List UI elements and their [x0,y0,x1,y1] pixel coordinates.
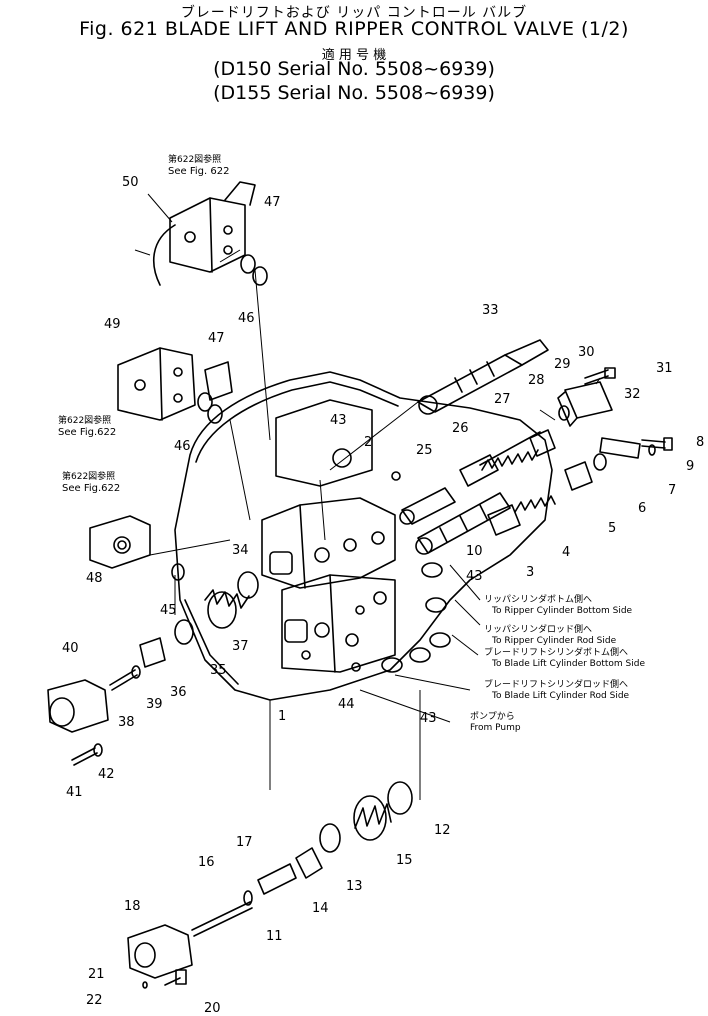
callout-27: 27 [494,392,511,407]
cover-48 [90,516,184,580]
callout-16: 16 [198,855,215,870]
spool-10 [416,430,606,554]
callout-28: 28 [528,373,545,388]
see-fig-622-mid: 第622図参照 See Fig.622 [58,416,116,438]
cover-49 [118,348,232,423]
callout-42: 42 [98,767,115,782]
port-blade-rod-jp: ブレードリフトシリンダロッド側へ [484,680,629,690]
lower-assembly [128,782,412,988]
callout-43-top: 43 [330,413,347,428]
callout-43-bottom: 43 [420,711,437,726]
figure-title: Fig. 621 BLADE LIFT AND RIPPER CONTROL V… [79,18,629,40]
plug-2 [392,472,400,480]
port-from-pump: ポンプから From Pump [470,712,521,734]
port-blade-rod-en: To Blade Lift Cylinder Rod Side [492,691,630,701]
see-fig-622-mid-jp: 第622図参照 [58,416,112,426]
callout-6: 6 [638,501,647,516]
spool-parts-27-26-25 [400,432,540,524]
callout-47-mid: 47 [208,331,225,346]
callout-5: 5 [608,521,617,536]
port-ripper-bottom: リッパシリンダボトム側へ To Ripper Cylinder Bottom S… [484,595,632,617]
callout-40: 40 [62,641,79,656]
see-fig-622-low-jp: 第622図参照 [62,472,116,482]
callout-3: 3 [526,565,535,580]
callout-36: 36 [170,685,187,700]
spool-33 [418,340,548,414]
callout-39: 39 [146,697,163,712]
callout-43-right: 43 [466,569,483,584]
callout-8: 8 [696,435,705,450]
port-ripper-rod-en: To Ripper Cylinder Rod Side [492,636,617,646]
callout-49: 49 [104,317,121,332]
see-fig-622-top: 第622図参照 See Fig. 622 [168,155,229,177]
callout-4: 4 [562,545,571,560]
callout-1: 1 [278,709,287,724]
plug-44 [352,663,360,671]
callout-50: 50 [122,175,139,190]
callout-37: 37 [232,639,249,654]
serial-range-d150: (D150 Serial No. 5508~6939) [213,58,495,80]
port-from-pump-jp: ポンプから [470,712,515,722]
callout-48: 48 [86,571,103,586]
see-fig-622-top-en: See Fig. 622 [168,166,230,177]
callout-46-top: 46 [238,311,255,326]
valve-housing [175,372,552,700]
callout-31: 31 [656,361,673,376]
valve-block [262,400,395,672]
callout-44: 44 [338,697,355,712]
callout-9: 9 [686,459,695,474]
left-parts-34-37-35 [132,572,258,678]
port-ripper-rod: リッパシリンダロッド側へ To Ripper Cylinder Rod Side [484,625,616,647]
callout-25: 25 [416,443,433,458]
callout-12: 12 [434,823,451,838]
port-blade-bottom-jp: ブレードリフトシリンダボトム側へ [484,648,629,658]
callout-18: 18 [124,899,141,914]
callout-46-mid: 46 [174,439,191,454]
see-fig-622-low-en: See Fig.622 [62,483,121,494]
callout-35: 35 [210,663,227,678]
port-ripper-bottom-jp: リッパシリンダボトム側へ [484,595,593,605]
o-rings-43 [333,449,450,672]
applicable-models-label: 適 用 号 機 [321,48,387,63]
serial-range-d155: (D155 Serial No. 5508~6939) [213,82,495,104]
port-blade-rod: ブレードリフトシリンダロッド側へ To Blade Lift Cylinder … [484,680,629,702]
callout-2: 2 [364,435,373,450]
callout-29: 29 [554,357,571,372]
callout-47-top: 47 [264,195,281,210]
callout-41: 41 [66,785,83,800]
callout-15: 15 [396,853,413,868]
callout-17: 17 [236,835,253,850]
callout-32: 32 [624,387,641,402]
callout-22: 22 [86,993,103,1008]
callout-38: 38 [118,715,135,730]
callout-11: 11 [266,929,283,944]
title-japanese: ブレードリフトおよび リッパ コントロール バルブ [180,5,528,21]
port-ripper-bottom-en: To Ripper Cylinder Bottom Side [492,606,633,616]
port-blade-bottom: ブレードリフトシリンダボトム側へ To Blade Lift Cylinder … [484,648,645,670]
callout-30: 30 [578,345,595,360]
plates-and-bolts [558,368,672,458]
see-fig-622-top-jp: 第622図参照 [168,155,222,165]
see-fig-622-mid-en: See Fig.622 [58,427,117,438]
port-blade-bottom-en: To Blade Lift Cylinder Bottom Side [492,659,646,669]
callout-34: 34 [232,543,249,558]
callout-45: 45 [160,603,177,618]
cover-40 [48,670,137,765]
see-fig-622-low: 第622図参照 See Fig.622 [62,472,120,494]
callout-14: 14 [312,901,329,916]
callout-20: 20 [204,1001,221,1016]
callout-21: 21 [88,967,105,982]
callout-10: 10 [466,544,483,559]
cover-50 [154,182,267,285]
callout-13: 13 [346,879,363,894]
callout-26: 26 [452,421,469,436]
port-from-pump-en: From Pump [470,723,521,733]
callout-33: 33 [482,303,499,318]
port-ripper-rod-jp: リッパシリンダロッド側へ [484,625,593,635]
callout-7: 7 [668,483,677,498]
